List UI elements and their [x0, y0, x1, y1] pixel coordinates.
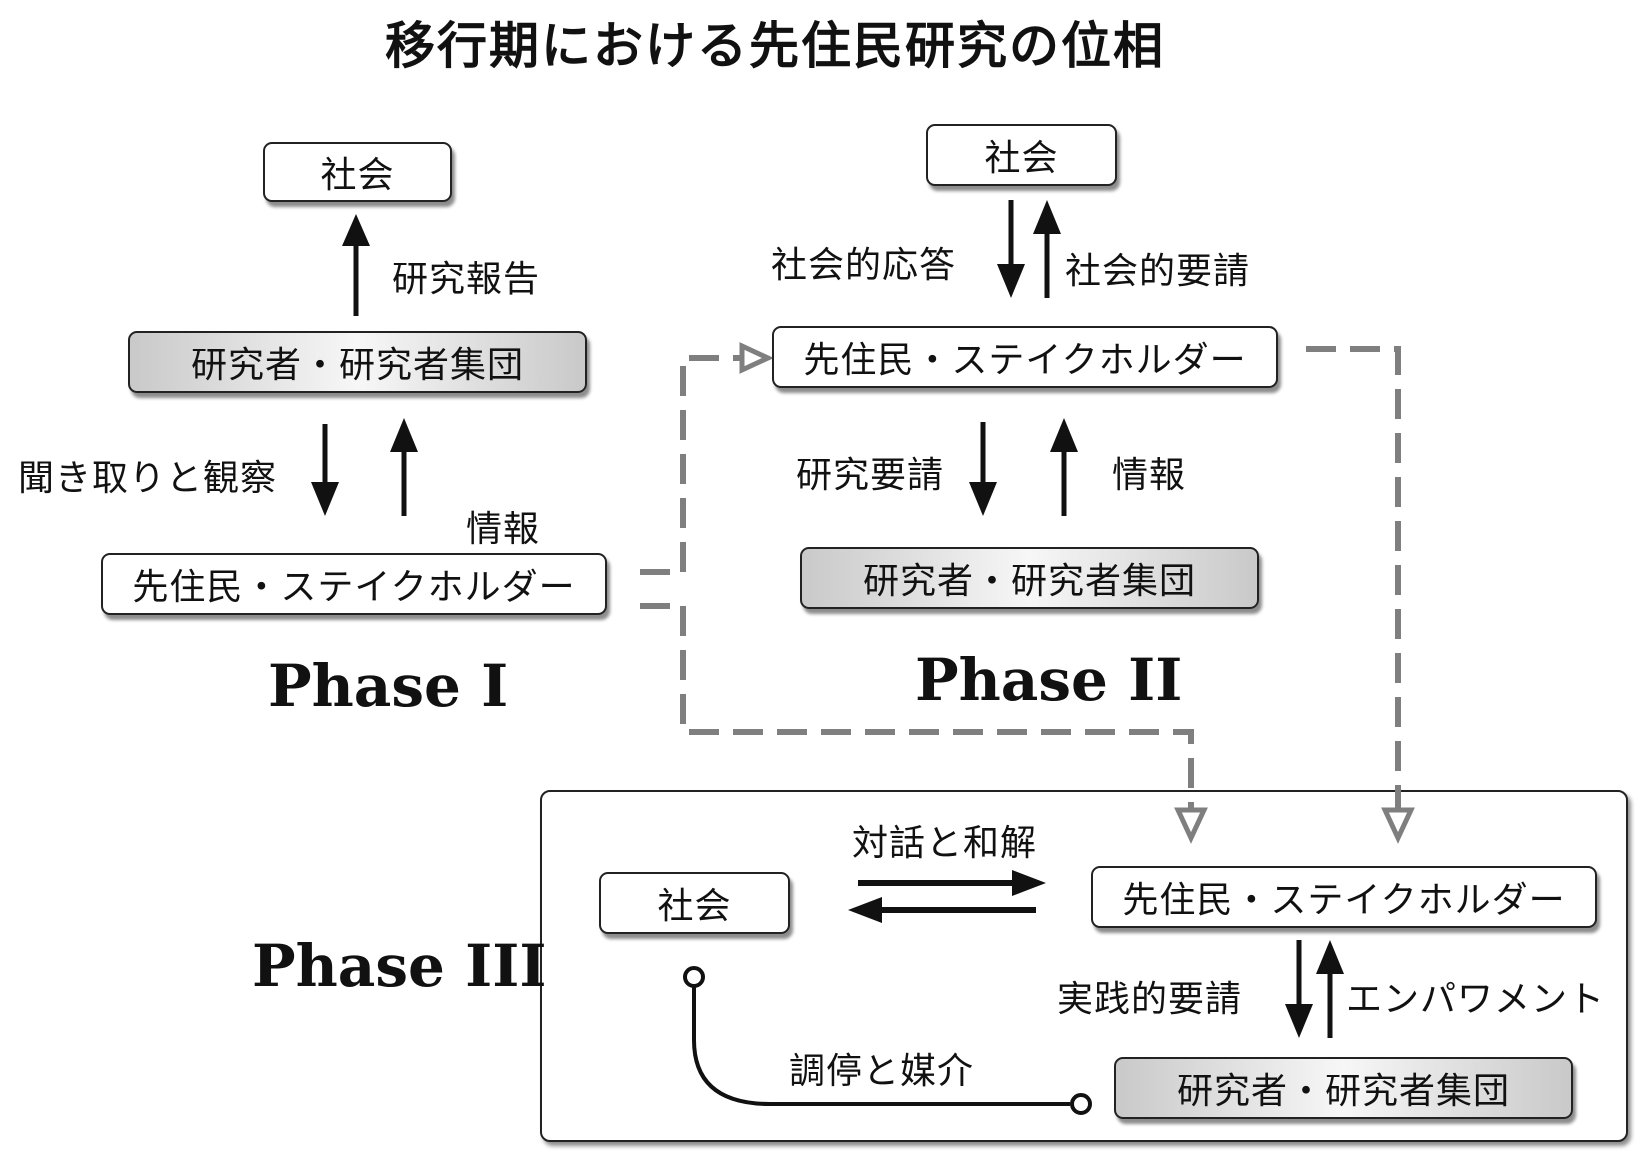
diagram-title: 移行期における先住民研究の位相	[385, 16, 1165, 75]
phase1-interview-label: 聞き取りと観察	[18, 458, 278, 499]
phase3-mediation-curve	[683, 966, 1092, 1115]
phase2-research-request-arrow	[969, 422, 997, 516]
phase2-social-response-arrow	[997, 200, 1025, 298]
phase3-dialogue-right-arrow	[858, 870, 1046, 896]
phase1-indigenous-label: 先住民・ステイクホルダー	[132, 567, 576, 608]
phase1-researchers-box: 研究者・研究者集団	[128, 331, 587, 393]
phase1-to-phase2-dashed-connector	[640, 355, 1194, 808]
phase3-entry-arrowhead-left	[1174, 807, 1208, 844]
phase2-researchers-box: 研究者・研究者集団	[800, 547, 1259, 609]
phase3-practical-request-label: 実践的要請	[1057, 979, 1243, 1020]
phase1-indigenous-box: 先住民・ステイクホルダー	[101, 553, 607, 615]
phase2-label: Phase II	[915, 646, 1183, 714]
phase3-indigenous-box: 先住民・ステイクホルダー	[1091, 866, 1597, 928]
phase3-dialogue-left-arrow	[848, 897, 1036, 923]
phase3-practical-request-arrow	[1285, 940, 1313, 1038]
phase1-information-label: 情報	[466, 509, 541, 550]
phase3-researchers-box: 研究者・研究者集団	[1114, 1057, 1573, 1119]
phase1-society-label: 社会	[320, 155, 395, 196]
phase2-indigenous-box: 先住民・ステイクホルダー	[772, 326, 1278, 388]
phase1-research-report-arrow	[342, 214, 370, 316]
phase3-empowerment-arrow	[1316, 940, 1344, 1038]
phase3-mediation-label: 調停と媒介	[789, 1051, 975, 1092]
phase2-information-label: 情報	[1112, 455, 1187, 496]
phase2-society-label: 社会	[984, 138, 1059, 179]
phase1-researchers-label: 研究者・研究者集団	[190, 345, 524, 386]
phase2-indigenous-label: 先住民・ステイクホルダー	[803, 340, 1247, 381]
phase1-society-box: 社会	[263, 142, 452, 202]
phase2-information-arrow	[1050, 418, 1078, 516]
phase2-to-phase3-dashed-connector	[1306, 346, 1401, 808]
phase2-entry-arrowhead	[739, 342, 774, 374]
phase3-label: Phase III	[252, 932, 547, 1000]
phase2-research-request-label: 研究要請	[796, 455, 945, 496]
phase3-society-box: 社会	[599, 872, 790, 934]
phase3-empowerment-label: エンパワメント	[1346, 979, 1606, 1020]
phase2-social-response-label: 社会的応答	[771, 245, 957, 286]
phase2-society-box: 社会	[926, 124, 1117, 186]
phase2-social-request-label: 社会的要請	[1065, 251, 1251, 292]
phase3-researchers-label: 研究者・研究者集団	[1176, 1071, 1510, 1112]
phase3-indigenous-label: 先住民・ステイクホルダー	[1122, 880, 1566, 921]
phase2-social-request-arrow	[1033, 200, 1061, 298]
phase3-entry-arrowhead-right	[1381, 807, 1415, 844]
phase1-label: Phase I	[268, 652, 509, 720]
phase1-research-report-label: 研究報告	[392, 259, 541, 300]
phase3-dialogue-label: 対話と和解	[852, 823, 1038, 864]
phase1-information-arrow	[390, 418, 418, 516]
phase1-interview-arrow	[311, 424, 339, 516]
phase2-researchers-label: 研究者・研究者集団	[862, 561, 1196, 602]
phase3-society-label: 社会	[657, 886, 732, 927]
